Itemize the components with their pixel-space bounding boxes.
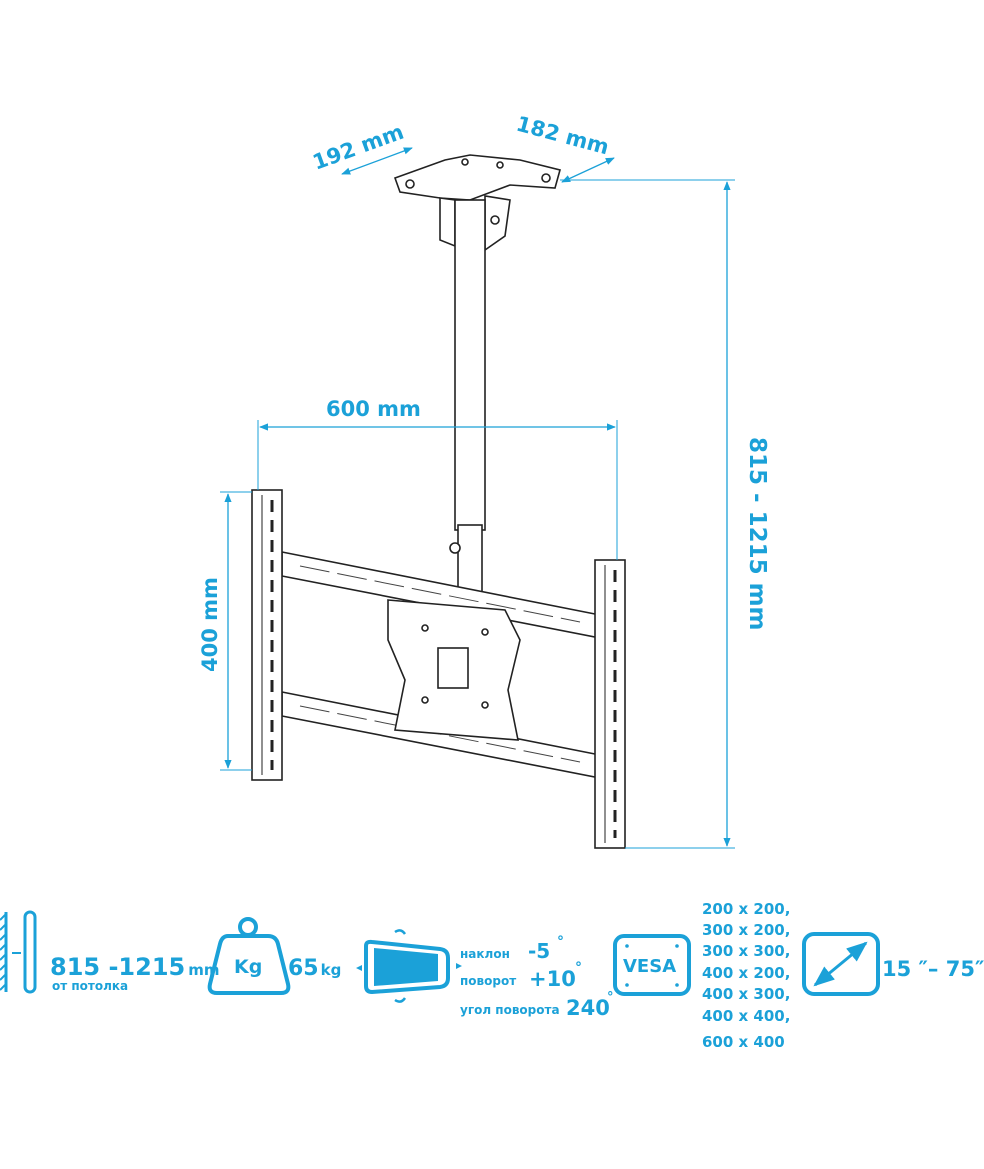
rotation-label: угол поворота (460, 1003, 560, 1017)
swivel-label: поворот (460, 974, 516, 988)
plate-depth-label: 192 mm (310, 120, 407, 175)
screen-size-icon (802, 932, 880, 996)
tilt-swivel-icon (356, 929, 462, 1003)
tilt-degree: ° (557, 934, 564, 950)
rotation-degree: ° (607, 990, 614, 1005)
screen-size-value: 15 ″– 75″ (882, 957, 984, 981)
swivel-degree: ° (575, 960, 582, 976)
vesa-size: 300 x 300, (702, 942, 790, 960)
ceiling-plate (393, 154, 561, 252)
ceiling-distance-value: 815 -1215 (50, 953, 185, 981)
vesa-size: 400 x 400, (702, 1007, 790, 1025)
right-vertical-rail (594, 559, 626, 849)
weight-icon-label: Kg (234, 956, 262, 978)
vesa-size: 400 x 300, (702, 985, 790, 1003)
vesa-size: 400 x 200, (702, 964, 790, 982)
rotation-value: 240 (566, 996, 610, 1020)
vesa-width-label: 600 mm (326, 397, 421, 421)
ceiling-distance-caption: от потолка (52, 979, 128, 993)
vesa-height-label: 400 mm (198, 577, 222, 672)
swivel-value: +10 (529, 967, 576, 991)
weight-unit: kg (321, 961, 342, 979)
plate-width-label: 182 mm (514, 112, 612, 160)
tilt-label: наклон (460, 947, 510, 961)
center-plate (387, 599, 521, 741)
vesa-icon: VESA (613, 934, 691, 996)
weight-icon: Kg (207, 917, 291, 995)
vesa-size: 300 x 200, (702, 921, 790, 939)
vesa-sizes-list: 200 x 200, 300 x 200, 300 x 300, 400 x 2… (702, 900, 790, 1051)
tilt-value: -5 (528, 939, 550, 963)
vesa-size: 200 x 200, (702, 900, 790, 918)
vesa-size: 600 x 400 (702, 1033, 785, 1051)
weight-value: 65 (288, 956, 319, 981)
telescopic-pole (449, 199, 486, 596)
drop-range-label: 815 - 1215 mm (744, 437, 770, 631)
left-vertical-rail (251, 489, 283, 781)
vesa-icon-label: VESA (623, 956, 676, 977)
ceiling-distance-icon (0, 910, 37, 994)
